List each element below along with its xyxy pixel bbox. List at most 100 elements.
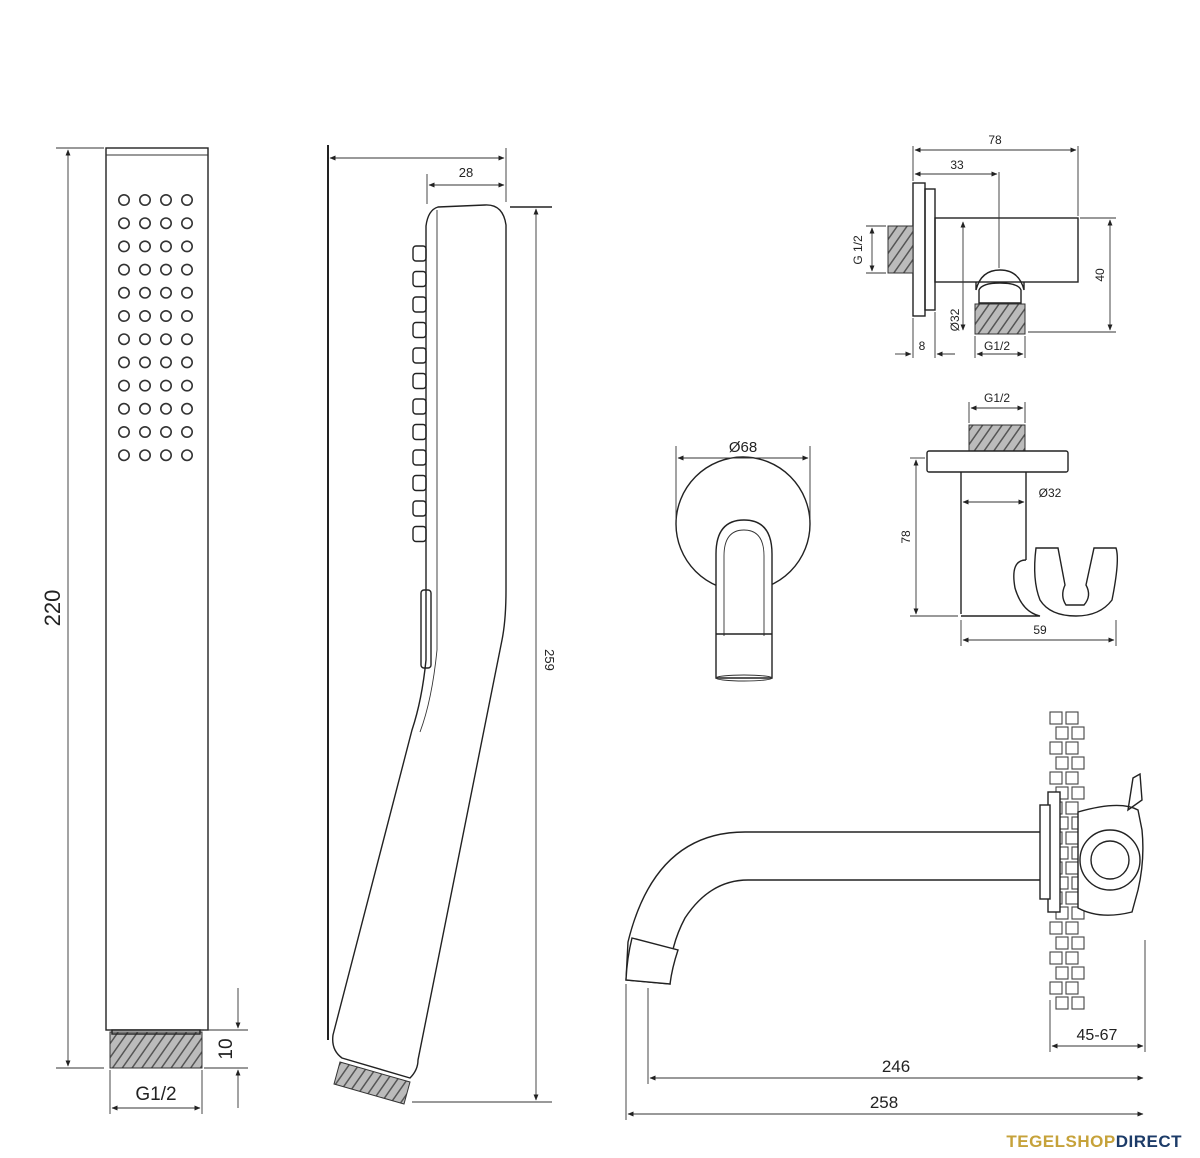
spray-nozzle [181, 309, 194, 322]
spray-nozzle [139, 263, 152, 276]
spray-nozzle [118, 309, 131, 322]
spray-nozzle [181, 402, 194, 415]
dim-side-depth: 28 [459, 165, 473, 180]
spray-nozzle [139, 449, 152, 462]
spray-nozzle [181, 333, 194, 346]
spray-nozzle [118, 217, 131, 230]
dim-spout-range: 45-67 [1077, 1027, 1118, 1044]
dim-rosette-dia: Ø68 [729, 439, 757, 456]
wall-brick [1049, 741, 1063, 755]
wall-brick [1065, 711, 1079, 725]
spray-nozzle [118, 240, 131, 253]
spray-nozzle [139, 309, 152, 322]
wall-brick [1055, 936, 1069, 950]
wall-brick [1049, 921, 1063, 935]
spray-nozzle [139, 356, 152, 369]
spray-nozzle [181, 379, 194, 392]
dim-holder-thread: G1/2 [984, 391, 1010, 405]
spray-nozzle [139, 194, 152, 207]
spray-nozzle [139, 402, 152, 415]
side-button [412, 398, 427, 415]
dim-spout-258: 258 [870, 1093, 898, 1112]
spray-nozzle [160, 286, 173, 299]
hand-shower-side: 28 259 [327, 145, 557, 1105]
elbow-plate [912, 182, 926, 317]
spray-nozzles [118, 194, 194, 462]
side-button [412, 525, 427, 543]
spray-nozzle [139, 333, 152, 346]
dim-elbow-thread-side: G 1/2 [851, 235, 865, 265]
spray-nozzle [181, 263, 194, 276]
spray-nozzle [118, 286, 131, 299]
wall-brick [1065, 741, 1079, 755]
spray-nozzle [118, 449, 131, 462]
side-button [412, 296, 427, 313]
wall-brick [1071, 996, 1085, 1010]
dim-elbow-height: 40 [1093, 268, 1107, 282]
spray-nozzle [139, 379, 152, 392]
dim-elbow-center: 33 [950, 158, 964, 172]
spray-nozzle [118, 333, 131, 346]
wall-elbow: 78 33 40 G 1/2 Ø32 G1/2 8 [851, 133, 1116, 358]
spray-nozzle [160, 402, 173, 415]
spray-nozzle [160, 379, 173, 392]
wall-holder: G1/2 Ø32 78 59 [899, 391, 1119, 646]
spray-nozzle [160, 194, 173, 207]
spray-nozzle [118, 379, 131, 392]
elbow-bottom-thread [974, 303, 1026, 335]
wall-brick [1049, 981, 1063, 995]
side-body-outline [332, 204, 507, 1079]
wall-brick [1049, 771, 1063, 785]
spout-arm [625, 831, 1040, 985]
wall-brick [1055, 726, 1069, 740]
spray-nozzle [160, 425, 173, 438]
hand-thread-connector [109, 1031, 203, 1069]
spray-nozzle [160, 449, 173, 462]
spray-nozzle [181, 286, 194, 299]
side-thread-connector [333, 1061, 411, 1105]
dim-hand-thread-len: 10 [216, 1038, 237, 1059]
spray-nozzle [118, 194, 131, 207]
wall-brick [1065, 801, 1079, 815]
wall-brick [1065, 831, 1079, 845]
spout: 45-67 246 258 [625, 711, 1146, 1120]
spray-nozzle [139, 425, 152, 438]
holder-thread [968, 424, 1026, 452]
wall-brick [1071, 966, 1085, 980]
spray-nozzle [181, 194, 194, 207]
side-button [412, 321, 427, 339]
elbow-side-thread [887, 225, 914, 274]
side-button [412, 270, 427, 288]
dim-holder-width: 59 [1033, 623, 1047, 637]
brand-part-2: DIRECT [1115, 1132, 1182, 1151]
wall-brick [1049, 711, 1063, 725]
dim-holder-height: 78 [899, 530, 913, 544]
side-button [412, 500, 427, 517]
wall-brick [1055, 996, 1069, 1010]
wall-brick [1065, 981, 1079, 995]
wall-brick [1071, 726, 1085, 740]
side-buttons [412, 245, 427, 543]
side-button [412, 372, 427, 390]
dim-elbow-bottom-thread: G1/2 [984, 339, 1010, 353]
wall-brick [1055, 756, 1069, 770]
spray-nozzle [118, 263, 131, 276]
wall-brick [1071, 786, 1085, 800]
spray-nozzle [181, 356, 194, 369]
spray-nozzle [160, 240, 173, 253]
side-button [412, 245, 427, 262]
spray-nozzle [160, 356, 173, 369]
wall-brick [1055, 966, 1069, 980]
spray-nozzle [118, 356, 131, 369]
hand-shower-front: 220 G1/2 10 [40, 147, 248, 1114]
spray-nozzle [139, 286, 152, 299]
side-button [412, 449, 427, 466]
spray-nozzle [160, 263, 173, 276]
dim-220: 220 [40, 590, 65, 627]
wall-brick [1065, 951, 1079, 965]
dim-hand-thread: G1/2 [135, 1084, 176, 1105]
wall-brick [1065, 891, 1079, 905]
wall-brick [1065, 921, 1079, 935]
spray-nozzle [181, 217, 194, 230]
